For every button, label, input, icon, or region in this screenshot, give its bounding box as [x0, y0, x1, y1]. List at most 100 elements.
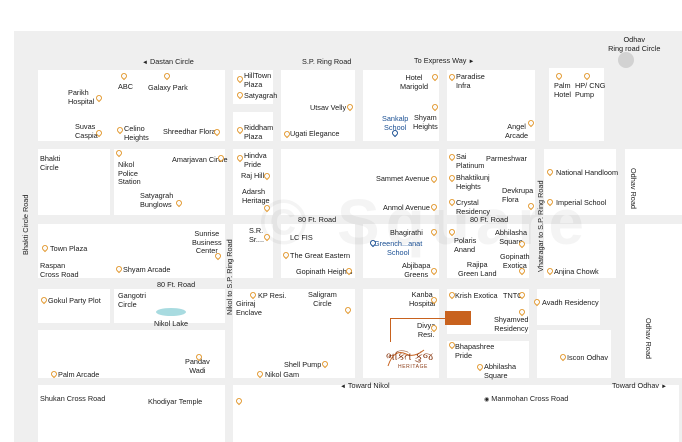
- place-national-handloom: National Handloom: [556, 168, 619, 177]
- place-sr-short: S.R.Sr....: [249, 226, 265, 244]
- block: [233, 289, 355, 378]
- place-galaxy-park: Galaxy Park: [148, 83, 188, 92]
- place-town-plaza: Town Plaza: [50, 244, 88, 253]
- road-label-odhav-road-upper: Odhav Road: [629, 168, 638, 209]
- place-tntc: TNTC: [503, 291, 523, 300]
- place-the-great-eastern: The Great Eastern: [290, 251, 351, 260]
- road-label-shukan-cross-road: Shukan Cross Road: [40, 394, 106, 403]
- odhav-ring-road-circle-marker: [618, 52, 634, 68]
- project-logo-text: ભક્તિ કુંજ: [386, 350, 434, 363]
- place-krish-exotica: Krish Exotica: [455, 291, 498, 300]
- block: [363, 289, 439, 378]
- road-label-manmohan-cross-road: ◉ Manmohan Cross Road: [484, 394, 569, 403]
- block: [625, 224, 682, 378]
- road-label-toward-odhav: Toward Odhav ►: [612, 381, 668, 390]
- road-label-dastan-circle: ◄ Dastan Circle: [142, 57, 194, 66]
- block: [537, 289, 600, 325]
- block: [363, 70, 439, 141]
- place-avadh-residency: Avadh Residency: [542, 298, 599, 307]
- place-kp-resi: KP Resi.: [258, 291, 287, 300]
- block: [38, 385, 225, 442]
- block: [544, 224, 616, 278]
- block: [114, 149, 225, 215]
- block: [281, 224, 355, 278]
- block: [38, 149, 110, 215]
- block: [233, 385, 679, 442]
- block: [537, 330, 611, 378]
- block: [625, 149, 682, 215]
- block: [38, 224, 225, 278]
- block: [447, 341, 529, 378]
- block: [447, 70, 535, 141]
- block: [0, 31, 14, 442]
- road-label-toward-nikol: ◄ Toward Nikol: [340, 381, 390, 390]
- nikol-lake-shape: [156, 308, 186, 316]
- block: [281, 70, 355, 141]
- road-label-to-express-way: To Express Way ►: [414, 56, 475, 65]
- block: [0, 0, 682, 31]
- place-gopinath-heights: Gopinath Heights: [296, 267, 353, 276]
- road-label-sp-ring-road: S.P. Ring Road: [302, 57, 352, 66]
- place-iscon-odhav: Iscon Odhav: [567, 353, 608, 362]
- place-ugati-elegance: Ugati Elegance: [290, 129, 340, 138]
- block: [447, 224, 529, 278]
- place-nikol-gam: Nikol Gam: [265, 370, 300, 379]
- watermark: © Square: [260, 185, 590, 259]
- project-leader-line: [390, 318, 391, 342]
- road-label-odhav-road-lower: Odhav Road: [644, 318, 653, 359]
- place-lc-block: LC FIS: [290, 233, 313, 242]
- place-nikol-lake: Nikol Lake: [154, 319, 189, 328]
- place-anjina-chowk: Anjina Chowk: [554, 267, 599, 276]
- road-label-80ft-right: 80 Ft. Road: [470, 215, 509, 224]
- road-label-80ft-left: 80 Ft. Road: [157, 280, 196, 289]
- project-location-marker[interactable]: [445, 311, 471, 325]
- block: [447, 149, 535, 215]
- road-label-khodiyar-temple: Khodiyar Temple: [148, 397, 203, 406]
- place-raj-hills: Raj Hills: [241, 171, 268, 180]
- place-amarjavan-circle: Amarjavan Circle: [172, 155, 228, 164]
- block: [281, 149, 439, 215]
- place-parmeshwar: Parmeshwar: [486, 154, 527, 163]
- project-leader-line: [390, 318, 445, 319]
- block: [114, 289, 225, 323]
- block: [544, 149, 616, 215]
- place-utsav-velly: Utsav Velly: [310, 103, 347, 112]
- project-logo: [387, 349, 425, 367]
- block: [38, 70, 225, 141]
